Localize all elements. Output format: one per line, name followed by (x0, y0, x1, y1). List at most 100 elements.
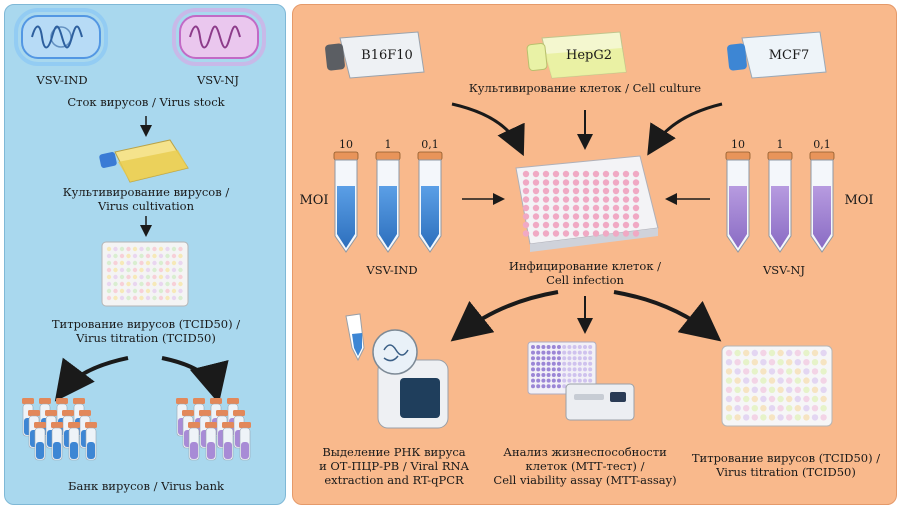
plate-well (531, 384, 535, 389)
plate-well (562, 230, 570, 237)
infection-plate-icon (515, 155, 659, 252)
plate-well (551, 350, 556, 355)
plate-well (158, 246, 164, 252)
flask-b16f10-icon (325, 31, 425, 79)
plate-well (794, 359, 801, 366)
tube-fluid (729, 186, 747, 248)
plate-well (582, 204, 590, 212)
plate-well (794, 349, 801, 357)
plate-well (612, 170, 620, 178)
plate-well (178, 288, 183, 294)
plate-well (541, 378, 546, 383)
plate-well (803, 377, 810, 384)
plate-well (777, 395, 784, 403)
plate-well (152, 295, 157, 301)
plate-well (751, 349, 758, 357)
plate-well (158, 260, 164, 266)
plate-well (551, 378, 556, 383)
plate-well (152, 267, 157, 273)
plate-well (178, 253, 183, 259)
plate-well (178, 295, 183, 301)
plate-well (119, 246, 125, 252)
plate-well (583, 350, 587, 355)
label-titration-right-line1: Титрование вирусов (TCID50) / (691, 451, 881, 465)
plate-well (811, 405, 819, 412)
plate-well (106, 246, 112, 252)
plate-well (768, 414, 776, 421)
plate-well (542, 179, 550, 186)
plate-well (583, 345, 587, 349)
tube-fluid (813, 186, 831, 248)
plate-well (602, 196, 610, 203)
plate-well (139, 281, 144, 287)
plate-well (567, 367, 572, 372)
plate-well (777, 386, 784, 393)
plate-well (602, 230, 610, 237)
plate-well (786, 395, 793, 403)
plate-well (572, 213, 580, 220)
plate-well (577, 361, 582, 366)
arrow-to-rna (450, 290, 559, 342)
plate-well (592, 170, 600, 178)
plate-well (743, 349, 750, 357)
plate-well (760, 368, 767, 375)
plate-well (541, 367, 546, 372)
label-infection-line1: Инфицирование клеток / (508, 259, 662, 273)
plate-well (820, 405, 827, 412)
plate-well (572, 187, 580, 195)
plate-well (794, 414, 801, 421)
bank-tube-fluid (36, 442, 44, 459)
bank-tube-cap (210, 398, 222, 404)
plate-well (113, 246, 118, 252)
plate-well (572, 230, 580, 237)
plate-well (541, 361, 546, 366)
plate-well (113, 267, 118, 273)
plate-well (572, 170, 580, 178)
bank-tube-fluid (207, 442, 215, 459)
plate-well (794, 386, 801, 393)
plate-well (152, 281, 157, 287)
plate-well (536, 350, 541, 355)
plate-well (751, 359, 758, 366)
plate-well (139, 288, 144, 294)
plate-well (546, 361, 551, 366)
plate-well (126, 281, 131, 287)
vsv-ind-virus-icon (14, 8, 108, 66)
bank-tube-cap (28, 410, 40, 416)
plate-well (165, 260, 170, 266)
plate-well (820, 368, 827, 375)
plate-well (531, 367, 535, 372)
plate-well (572, 345, 577, 349)
plate-well (532, 213, 540, 220)
plate-well (820, 395, 827, 403)
titration-plate-left-icon (101, 241, 189, 307)
plate-well (760, 386, 767, 393)
plate-well (592, 179, 600, 186)
plate-well (152, 288, 157, 294)
plate-well (751, 405, 758, 412)
plate-well (158, 295, 164, 301)
plate-well (531, 378, 535, 383)
bank-tube-cap (85, 422, 97, 428)
plate-well (132, 281, 138, 287)
pcr-machine-icon (372, 329, 449, 429)
plate-well (577, 350, 582, 355)
plate-well (165, 295, 170, 301)
plate-well (557, 361, 561, 366)
plate-well (572, 179, 580, 186)
plate-well (602, 170, 610, 178)
label-cultivation-line2: Virus cultivation (97, 199, 195, 213)
plate-well (768, 368, 776, 375)
plate-well (106, 281, 112, 287)
plate-well (803, 386, 810, 393)
plate-well (567, 373, 572, 377)
plate-well (612, 221, 620, 229)
plate-well (552, 187, 560, 195)
plate-well (572, 373, 577, 377)
plate-well (139, 267, 144, 273)
plate-well (794, 377, 801, 384)
plate-well (552, 196, 560, 203)
plate-well (119, 260, 125, 266)
plate-well (171, 281, 177, 287)
plate-well (522, 187, 530, 195)
